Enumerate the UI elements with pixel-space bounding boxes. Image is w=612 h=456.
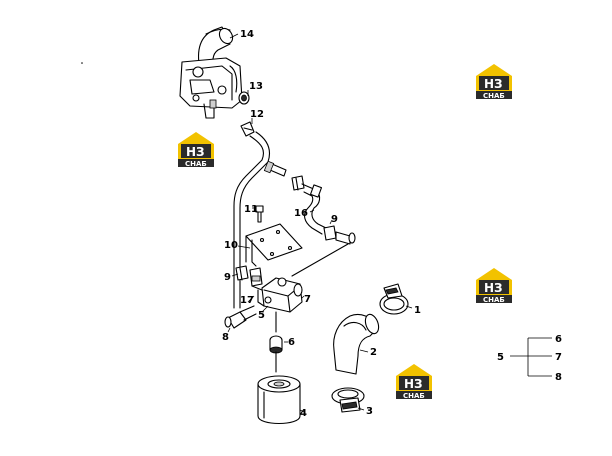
part-9-clamp-lower — [235, 265, 249, 281]
leader-9-lower — [231, 273, 239, 277]
leader-8 — [227, 327, 231, 333]
brand-logo: НЗ СНАБ — [178, 132, 214, 168]
part-10-mounting-plate — [245, 223, 303, 267]
connecting-line — [291, 243, 349, 277]
legend-child: 6 — [555, 334, 562, 345]
callout-16: 16 — [294, 208, 308, 219]
elbow-fitting — [249, 267, 263, 287]
brand-logo-mark: НЗ — [484, 281, 503, 295]
brand-logo: НЗ СНАБ — [476, 64, 512, 100]
part-12-clamp — [240, 121, 255, 137]
leader-4 — [299, 409, 305, 413]
coolant-pipe — [233, 131, 271, 309]
callout-11: 11 — [244, 204, 258, 215]
leader-7 — [301, 295, 305, 299]
callout-4: 4 — [300, 408, 307, 419]
part-13-nut — [238, 91, 250, 105]
hose-clamp — [291, 175, 305, 191]
callout-13: 13 — [249, 81, 263, 92]
legend-child: 8 — [555, 372, 562, 383]
part-11-bolt — [255, 205, 264, 223]
callout-8: 8 — [222, 332, 229, 343]
part-1-hose-clamp — [379, 283, 409, 315]
part-7-filter-head — [251, 277, 303, 313]
part-4-filter-cartridge — [257, 375, 301, 425]
stray-dot — [81, 62, 83, 64]
leader-14 — [229, 33, 239, 39]
leader-10 — [237, 245, 251, 249]
part-9-clamp-upper — [323, 225, 356, 245]
part-6-drain-nut — [269, 311, 283, 373]
top-housing — [179, 57, 243, 119]
legend-parent: 5 — [497, 352, 504, 363]
brand-logo-caption: СНАБ — [185, 160, 207, 168]
brand-logo: НЗ СНАБ — [396, 364, 432, 400]
part-2-elbow-hose — [333, 313, 380, 375]
legend-child: 7 — [555, 352, 562, 363]
brand-logo-mark: НЗ — [186, 145, 205, 159]
brand-logo: НЗ СНАБ — [476, 268, 512, 304]
brand-logo-caption: СНАБ — [483, 296, 505, 304]
brand-logo-mark: НЗ — [484, 77, 503, 91]
brand-logo-caption: СНАБ — [403, 392, 425, 400]
sensor-fitting — [263, 160, 287, 177]
callout-14: 14 — [240, 29, 254, 40]
leader-16 — [309, 209, 315, 213]
callout-1: 1 — [414, 305, 421, 316]
leader-17 — [247, 295, 255, 303]
callout-17: 17 — [240, 295, 254, 306]
brand-logo-caption: СНАБ — [483, 92, 505, 100]
leader-1 — [405, 305, 413, 309]
legend-bracket: 5 6 7 8 — [497, 334, 562, 383]
callout-6: 6 — [288, 337, 295, 348]
leader-3 — [357, 407, 365, 411]
part-3-hose-clamp — [331, 387, 365, 413]
callout-2: 2 — [370, 347, 377, 358]
callout-5: 5 — [258, 310, 265, 321]
callout-9-upper: 9 — [331, 214, 338, 225]
callout-3: 3 — [366, 406, 373, 417]
leader-5 — [261, 305, 269, 313]
brand-logo-mark: НЗ — [404, 377, 423, 391]
callout-9-lower: 9 — [224, 272, 231, 283]
part-16-hose — [301, 183, 327, 235]
callout-12: 12 — [250, 109, 264, 120]
leader-9-upper — [329, 219, 333, 225]
callout-7: 7 — [304, 294, 311, 305]
callout-10: 10 — [224, 240, 238, 251]
leader-2 — [359, 349, 369, 353]
part-8-fitting — [224, 305, 257, 329]
